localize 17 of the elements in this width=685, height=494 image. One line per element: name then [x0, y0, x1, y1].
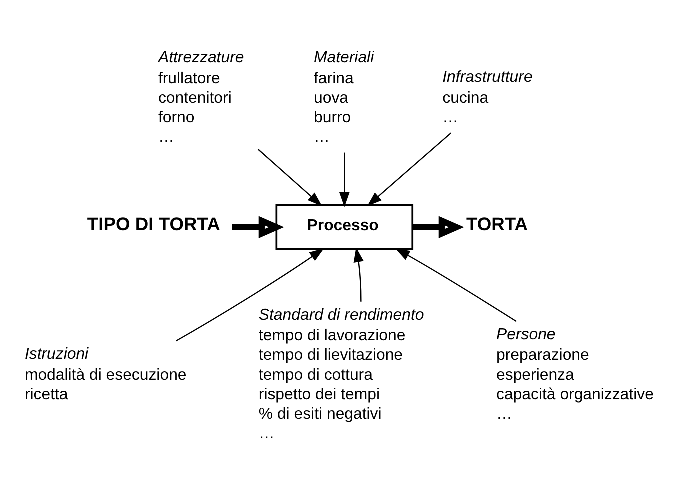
node-text: TORTA	[466, 213, 528, 234]
node-text: Attrezzature frullatore contenitori forno …	[158, 50, 244, 146]
node-text: Persone preparazione esperienza capacità organizzative …	[496, 326, 654, 423]
arrow	[367, 132, 452, 206]
arrow	[354, 248, 364, 302]
arrow	[340, 152, 350, 208]
arrow	[232, 216, 284, 239]
node-text: Materiali farina uova burro …	[314, 50, 374, 146]
arrow	[395, 248, 517, 322]
node-box: Processo	[276, 204, 414, 250]
node-text: TIPO DI TORTA	[87, 213, 220, 234]
node-text: Istruzioni modalità di esecuzione ricetta	[24, 346, 187, 404]
arrow	[258, 149, 322, 206]
node-text: Infrastrutture cucina …	[442, 69, 533, 127]
node-text: Standard di rendimento tempo di lavorazione tempo di lievitazione tempo di cottura rispetto dei tempi % di esiti negativi …	[258, 306, 424, 443]
arrow	[412, 216, 464, 239]
arrow	[176, 248, 324, 342]
